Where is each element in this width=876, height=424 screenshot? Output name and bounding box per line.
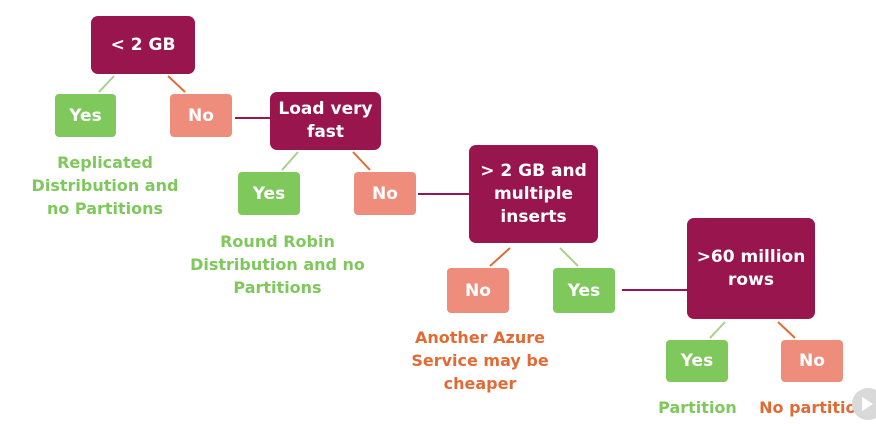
connector-d2-yes [281,151,299,171]
answer-no-d1: No [170,94,232,137]
decision-2gb-multiple-inserts: > 2 GB and multiple inserts [469,145,598,243]
connector-d3-no [489,247,511,267]
decision-60-million-rows: >60 million rows [687,218,815,319]
answer-no-d4: No [781,340,843,382]
connector-d3-yes [559,247,579,267]
answer-yes-d1: Yes [55,94,116,137]
answer-yes-d4: Yes [666,340,728,382]
answer-yes-d2: Yes [238,172,300,215]
connector-d1-yes [98,75,115,93]
outcome-no-partition: No partition [759,398,868,417]
connector-d4-no [777,321,796,339]
connector-d2-no [352,151,371,171]
decision-less-than-2gb: < 2 GB [91,16,195,74]
outcome-partition: Partition [658,398,737,417]
outcome-round-robin: Round Robin Distribution and no Partitio… [190,232,365,297]
outcome-replicated: Replicated Distribution and no Partition… [31,153,179,218]
play-icon[interactable] [852,388,876,420]
connector-d1-no [167,75,186,93]
decision-load-very-fast: Load very fast [270,92,381,150]
outcome-another-azure: Another Azure Service may be cheaper [411,328,549,393]
answer-no-d2: No [354,172,416,215]
answer-no-d3: No [447,268,509,313]
answer-yes-d3: Yes [553,268,615,313]
connector-d4-yes [709,321,726,339]
